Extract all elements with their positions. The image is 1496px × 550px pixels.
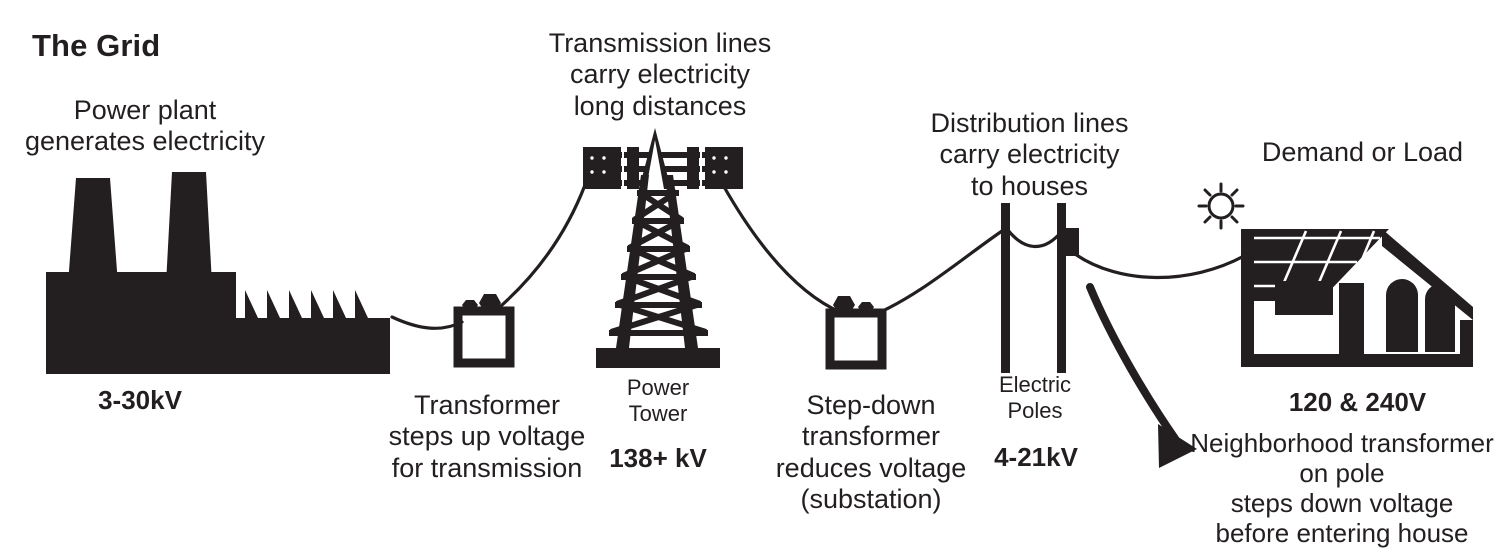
step-down-transformer-label: Step-down transformer reduces voltage (s…	[775, 390, 967, 514]
transformer-box	[453, 306, 515, 368]
page-title: The Grid	[32, 28, 161, 63]
house-arch-window-left	[1386, 279, 1418, 352]
curved-arrow-icon	[1086, 283, 1197, 468]
distribution-lines-label: Distribution lines carry electricity to …	[930, 108, 1129, 201]
tower-brace-5	[615, 302, 702, 308]
plant-main-block	[46, 272, 236, 374]
conductor-wires	[390, 183, 1246, 330]
transformer-box-icon-step-down	[825, 296, 887, 370]
crossarm-rivets	[590, 150, 728, 186]
tower-apex-inner	[646, 140, 664, 189]
tower-brace-6	[609, 330, 708, 336]
plant-sawtooth-base	[236, 318, 390, 374]
sun-disc	[1207, 192, 1235, 220]
transmission-lines-label: Transmission lines carry electricity lon…	[548, 28, 772, 121]
transformer-box-icon-step-up	[453, 294, 515, 368]
house-door	[1339, 283, 1364, 354]
sun-icon	[1197, 182, 1245, 230]
wire-tower-to-substation	[721, 183, 844, 315]
wire-substation-to-pole	[872, 229, 1004, 317]
transformer-box	[825, 308, 887, 370]
house-arch-window-right	[1425, 284, 1455, 352]
tower-brace-1	[637, 190, 679, 196]
arrow-shaft	[1086, 283, 1180, 444]
power-plant-label: Power plant generates electricity	[24, 95, 266, 157]
wire-transformer-to-tower	[492, 183, 587, 314]
smokestack-left	[68, 178, 118, 284]
neighborhood-transformer-note: Neighborhood transformer on pole steps d…	[1190, 428, 1494, 549]
crossarm-bar-top	[583, 152, 743, 158]
power-tower-label: Power Tower	[626, 375, 690, 426]
house-voltage: 120 & 240V	[1288, 387, 1427, 417]
wire-pole-to-house	[1073, 252, 1246, 280]
pole-mounted-transformer	[1063, 228, 1079, 256]
utility-pole-left	[1001, 203, 1010, 373]
power-tower-voltage: 138+ kV	[609, 443, 707, 473]
smokestack-right	[166, 172, 212, 284]
power-plant-voltage: 3-30kV	[98, 385, 182, 415]
tower-brace-3	[627, 246, 690, 252]
step-up-transformer-label: Transformer steps up voltage for transmi…	[388, 390, 586, 483]
house-foundation	[1241, 354, 1473, 367]
demand-or-load-label: Demand or Load	[1261, 137, 1464, 167]
wire-plant-to-transformer	[390, 315, 464, 330]
electric-poles-voltage: 4-21kV	[994, 442, 1078, 472]
tower-brace-4	[621, 274, 696, 280]
tower-x-bracing	[610, 189, 707, 335]
electric-poles-label: Electric Poles	[998, 372, 1072, 423]
wire-pole-to-pole	[1005, 227, 1064, 248]
electric-poles-group	[1001, 203, 1079, 373]
utility-pole-right	[1057, 203, 1066, 373]
house-window-rect	[1275, 281, 1333, 315]
tower-brace-2	[632, 218, 684, 224]
house-with-solar-panel-icon	[1241, 229, 1473, 367]
tower-base-slab	[596, 348, 720, 368]
arrow-head	[1158, 424, 1197, 468]
power-plant-icon	[46, 172, 390, 374]
lattice-transmission-tower-icon	[583, 128, 743, 368]
